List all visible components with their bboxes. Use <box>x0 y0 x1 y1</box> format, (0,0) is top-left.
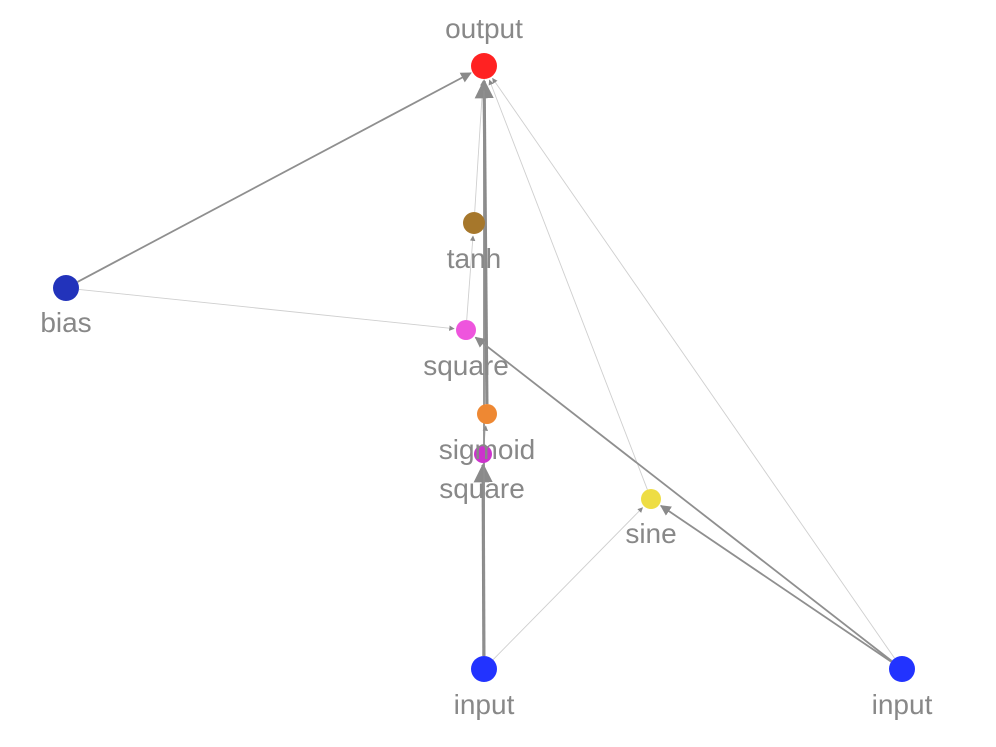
node-label-tanh: tanh <box>447 243 502 274</box>
node-tanh <box>463 212 485 234</box>
node-sigmoid <box>477 404 497 424</box>
edge-input2-to-sine <box>660 504 892 663</box>
edge-input1-to-sine <box>492 507 643 661</box>
node-square1 <box>456 320 476 340</box>
edges-layer <box>77 72 895 663</box>
node-label-square1: square <box>423 350 509 381</box>
edge-tanh-to-output <box>474 80 486 213</box>
node-label-input2: input <box>872 689 933 720</box>
labels-layer: output tanh bias square sigmoid square sine inp… <box>40 13 932 720</box>
edge-input2-to-square1 <box>474 336 893 662</box>
node-square2 <box>474 445 492 463</box>
node-bias <box>53 275 79 301</box>
node-label-bias: bias <box>40 307 91 338</box>
nodes-layer <box>53 53 915 682</box>
node-output <box>471 53 497 79</box>
edge-bias-to-square1 <box>78 288 455 331</box>
edge-sine-to-output <box>488 79 648 490</box>
edge-input2-to-output <box>492 77 895 659</box>
node-input1 <box>471 656 497 682</box>
node-label-output: output <box>445 13 523 44</box>
node-sine <box>641 489 661 509</box>
node-label-sine: sine <box>625 518 676 549</box>
edge-bias-to-output <box>77 72 472 283</box>
node-label-square2: square <box>439 473 525 504</box>
node-label-sigmoid: sigmoid <box>439 434 535 465</box>
node-input2 <box>889 656 915 682</box>
edge-square1-to-tanh <box>466 235 476 321</box>
node-label-input1: input <box>454 689 515 720</box>
